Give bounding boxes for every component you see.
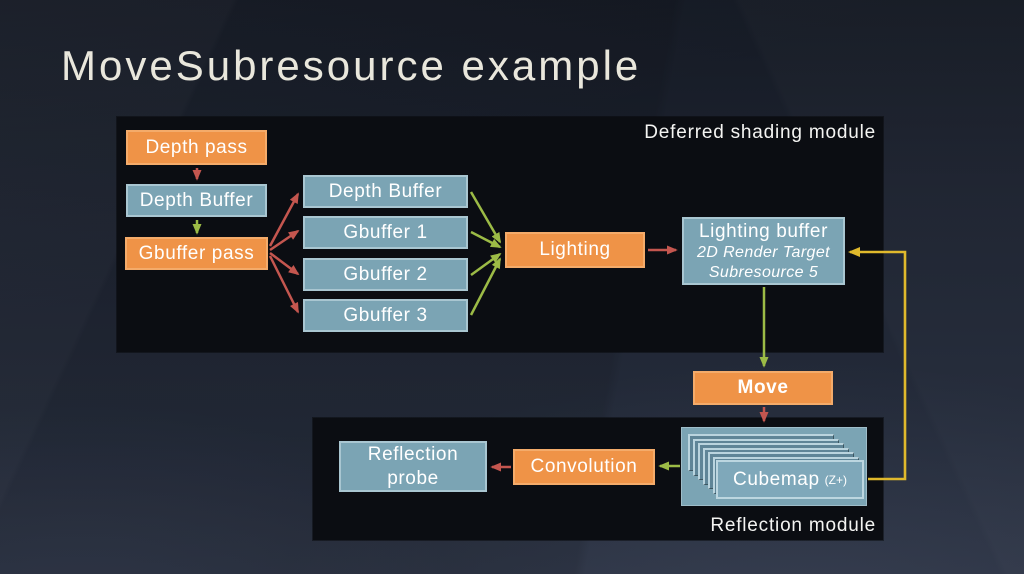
node-reflection-probe: Reflection probe (339, 441, 487, 492)
node-cubemap-stack: Cubemap (Z+) (681, 427, 867, 506)
deferred-shading-module-caption: Deferred shading module (644, 122, 876, 143)
node-move: Move (693, 371, 833, 405)
node-cubemap: Cubemap (Z+) (716, 460, 864, 499)
node-gbuffer-3: Gbuffer 3 (303, 299, 468, 332)
node-gbuffer-1: Gbuffer 1 (303, 216, 468, 249)
reflection-module-caption: Reflection module (710, 515, 876, 536)
cubemap-face-label: (Z+) (824, 472, 847, 487)
lighting-buffer-title: Lighting buffer (698, 220, 829, 242)
slide-title: MoveSubresource example (61, 42, 642, 89)
node-lighting: Lighting (505, 232, 645, 268)
node-depth-buffer-left: Depth Buffer (126, 184, 267, 217)
node-gbuffer-2: Gbuffer 2 (303, 258, 468, 291)
node-lighting-buffer: Lighting buffer 2D Render Target Subreso… (682, 217, 845, 285)
node-depth-buffer-mid: Depth Buffer (303, 175, 468, 208)
lighting-buffer-subtitle-1: 2D Render Target (697, 244, 830, 262)
node-gbuffer-pass: Gbuffer pass (125, 237, 268, 270)
node-convolution: Convolution (513, 449, 655, 485)
cubemap-label: Cubemap (733, 468, 820, 490)
node-depth-pass: Depth pass (126, 130, 267, 165)
lighting-buffer-subtitle-2: Subresource 5 (708, 263, 819, 281)
